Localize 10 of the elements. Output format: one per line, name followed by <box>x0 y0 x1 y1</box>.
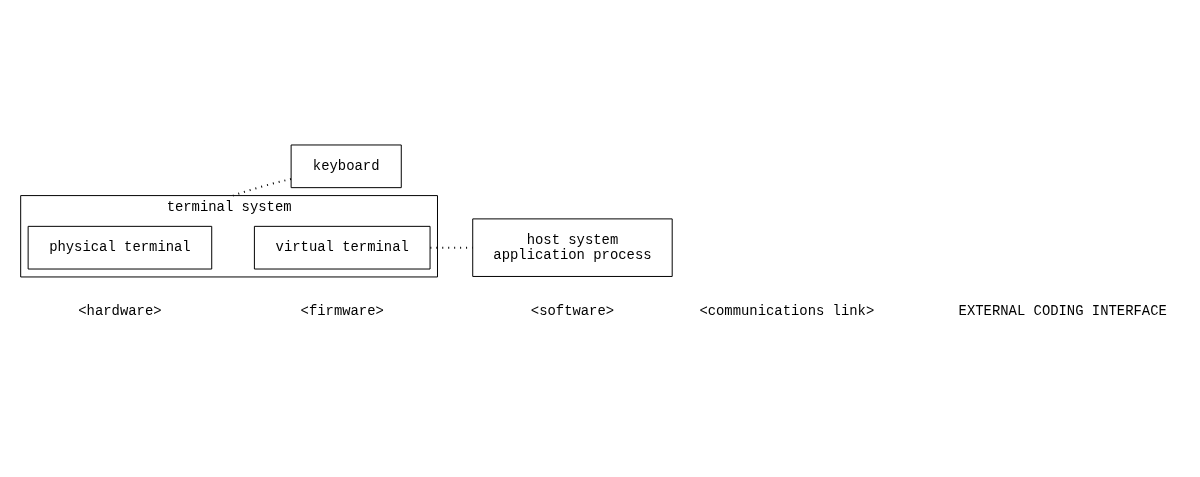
node-label: <firmware> <box>300 302 384 319</box>
label: EXTERNAL CODING INTERFACE <box>958 302 1167 319</box>
node-box: virtual terminal <box>253 225 431 269</box>
node-box: physical terminal <box>27 225 213 269</box>
node-label: <hardware> <box>78 302 162 319</box>
label: <communications link> <box>699 302 875 319</box>
connector <box>232 177 292 197</box>
node-box: host system application process <box>472 217 673 277</box>
node-label: <software> <box>530 302 615 319</box>
node-box: keyboard <box>290 143 402 188</box>
